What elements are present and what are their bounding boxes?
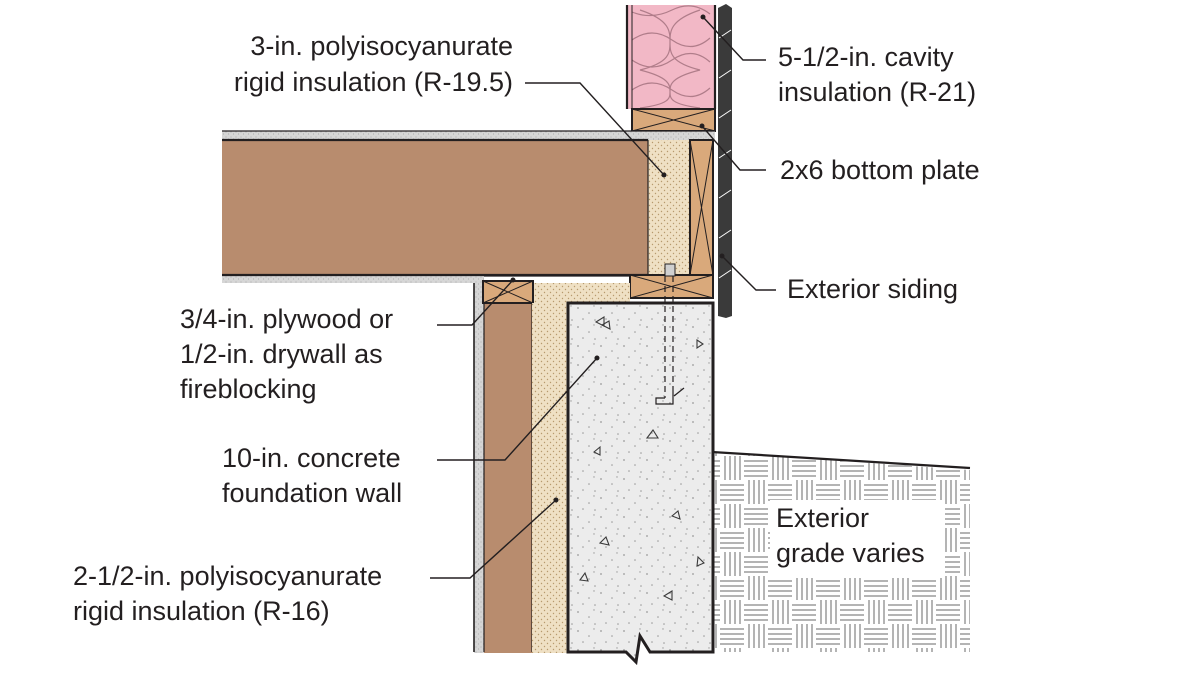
anchor-bolt bbox=[655, 263, 685, 405]
subfloor-and-ceiling bbox=[222, 130, 715, 283]
svg-text:5-1/2-in. cavity: 5-1/2-in. cavity bbox=[778, 42, 954, 72]
exterior-siding bbox=[718, 4, 732, 318]
svg-text:2-1/2-in. polyisocyanurate: 2-1/2-in. polyisocyanurate bbox=[73, 561, 382, 591]
label-bottom-plate: 2x6 bottom plate bbox=[780, 155, 980, 185]
label-cavity-insulation: 5-1/2-in. cavity insulation (R-21) bbox=[778, 42, 976, 107]
label-rigid-insulation-3in: 3-in. polyisocyanurate rigid insulation … bbox=[234, 31, 513, 97]
sill-plate bbox=[629, 274, 714, 299]
svg-text:2x6 bottom plate: 2x6 bottom plate bbox=[780, 155, 980, 185]
rigid-insulation-2-5in bbox=[532, 303, 568, 653]
svg-text:fireblocking: fireblocking bbox=[180, 374, 317, 404]
svg-text:10-in. concrete: 10-in. concrete bbox=[222, 443, 401, 473]
svg-text:foundation wall: foundation wall bbox=[222, 478, 402, 508]
svg-text:Exterior: Exterior bbox=[776, 503, 869, 533]
svg-text:3/4-in. plywood or: 3/4-in. plywood or bbox=[180, 304, 393, 334]
svg-text:insulation (R-21): insulation (R-21) bbox=[778, 77, 976, 107]
svg-text:1/2-in. drywall as: 1/2-in. drywall as bbox=[180, 339, 383, 369]
svg-text:rigid insulation (R-16): rigid insulation (R-16) bbox=[73, 596, 330, 626]
floor-joist bbox=[222, 138, 648, 277]
rim-joist bbox=[689, 139, 714, 276]
label-exterior-siding: Exterior siding bbox=[787, 274, 958, 304]
rigid-insulation-3in bbox=[647, 140, 690, 275]
fireblocking bbox=[482, 280, 534, 304]
svg-text:Exterior siding: Exterior siding bbox=[787, 274, 958, 304]
label-exterior-grade: Exterior grade varies bbox=[770, 500, 945, 578]
label-concrete-wall: 10-in. concrete foundation wall bbox=[222, 443, 402, 508]
svg-text:grade varies: grade varies bbox=[776, 538, 925, 568]
svg-text:3-in. polyisocyanurate: 3-in. polyisocyanurate bbox=[250, 31, 513, 61]
svg-text:rigid insulation (R-19.5): rigid insulation (R-19.5) bbox=[234, 67, 513, 97]
cavity-insulation bbox=[625, 5, 717, 109]
interior-drywall bbox=[473, 283, 484, 653]
concrete-foundation-wall bbox=[566, 263, 715, 666]
interior-framing bbox=[483, 303, 533, 653]
label-rigid-insulation-2-5in: 2-1/2-in. polyisocyanurate rigid insulat… bbox=[73, 561, 382, 626]
label-fireblocking: 3/4-in. plywood or 1/2-in. drywall as fi… bbox=[180, 304, 393, 404]
leader-lines bbox=[430, 14, 776, 579]
